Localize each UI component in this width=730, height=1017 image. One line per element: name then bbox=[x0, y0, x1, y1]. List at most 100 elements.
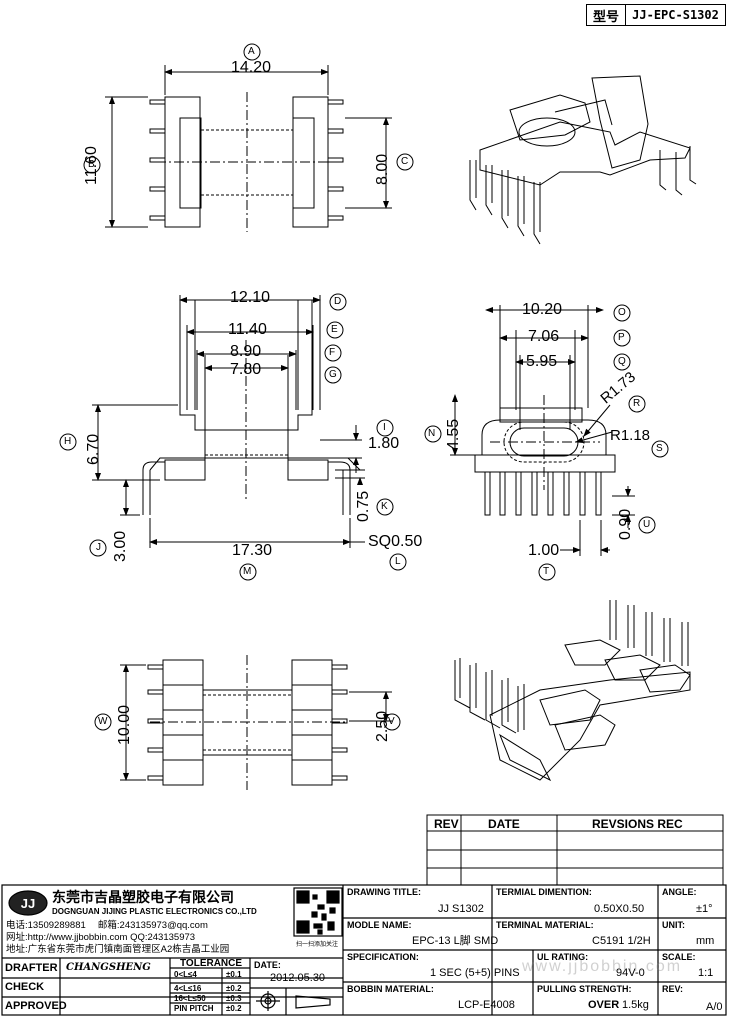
scale-label: SCALE: bbox=[662, 952, 696, 962]
tolerance-range-2: 4<L≤16 bbox=[174, 984, 202, 993]
drafter-name: CHANGSHENG bbox=[66, 962, 151, 973]
angle-value: ±1° bbox=[696, 903, 713, 915]
rev-value: A/0 bbox=[706, 1001, 723, 1013]
specification-label: SPECIFICATION: bbox=[347, 952, 419, 962]
module-label: MODLE NAME: bbox=[347, 920, 412, 930]
tolerance-range-4: PIN PITCH bbox=[174, 1004, 214, 1013]
dim-a: 14.20 bbox=[231, 59, 272, 76]
bottom-view bbox=[120, 655, 392, 790]
side-view bbox=[450, 305, 635, 556]
model-value: JJ-EPC-S1302 bbox=[632, 8, 719, 22]
company-name-cn: 东莞市吉晶塑胶电子有限公司 bbox=[52, 889, 234, 905]
drawing-title-value: JJ S1302 bbox=[438, 903, 484, 915]
model-number-box: 型号 JJ-EPC-S1302 bbox=[586, 4, 726, 26]
dim-o: 10.20 bbox=[522, 301, 563, 318]
callout-l: L bbox=[395, 556, 401, 567]
callout-q: Q bbox=[618, 356, 626, 367]
callout-c: C bbox=[401, 156, 409, 167]
scale-value: 1:1 bbox=[698, 967, 714, 979]
callout-h: H bbox=[64, 436, 72, 447]
dim-f: 8.90 bbox=[230, 343, 262, 360]
model-key: 型号 bbox=[587, 5, 626, 25]
tolerance-value-1: ±0.1 bbox=[226, 970, 242, 979]
iso-view-2 bbox=[454, 600, 691, 782]
dimension-callouts bbox=[59, 43, 669, 731]
ul-rating-label: UL RATING: bbox=[537, 952, 589, 962]
iso-view-1 bbox=[469, 75, 697, 245]
callout-r: R bbox=[633, 398, 641, 409]
dim-u: 0.90 bbox=[617, 508, 634, 540]
callout-p: P bbox=[618, 332, 625, 343]
dim-p: 7.06 bbox=[528, 328, 560, 345]
tolerance-range-1: 0<L≤4 bbox=[174, 970, 197, 979]
callout-k: K bbox=[381, 501, 388, 512]
qr-caption: 扫一扫添加关注 bbox=[296, 942, 339, 948]
drawing-title-label: DRAWING TITLE: bbox=[347, 887, 421, 897]
callout-s: S bbox=[656, 443, 663, 454]
dim-s: R1.18 bbox=[610, 427, 651, 444]
tolerance-title: TOLERANCE bbox=[180, 958, 243, 969]
date-label: DATE: bbox=[254, 960, 281, 970]
callout-j: J bbox=[96, 542, 101, 553]
terminal-dim-value: 0.50X0.50 bbox=[594, 903, 645, 915]
dim-e: 11.40 bbox=[228, 321, 267, 338]
dim-d: 12.10 bbox=[230, 289, 271, 306]
revisions-header: REVSIONS REC bbox=[592, 817, 683, 831]
callout-f: F bbox=[329, 347, 336, 358]
terminal-material-value: C5191 1/2H bbox=[592, 935, 651, 947]
dim-w: 10.00 bbox=[116, 704, 133, 745]
callout-d: D bbox=[334, 296, 342, 307]
rev-label: REV: bbox=[662, 984, 684, 994]
dim-k: 0.75 bbox=[355, 490, 372, 522]
revision-table bbox=[426, 814, 724, 886]
company-address: 地址:广东省东莞市虎门镇南面管理区A2栋吉晶工业园 bbox=[6, 944, 230, 955]
dim-g: 7.80 bbox=[230, 361, 262, 378]
callout-w: W bbox=[98, 716, 108, 727]
tolerance-value-2: ±0.2 bbox=[226, 984, 242, 993]
angle-label: ANGLE: bbox=[662, 887, 697, 897]
callout-t: T bbox=[543, 566, 550, 577]
dim-h: 6.70 bbox=[85, 433, 102, 465]
top-view bbox=[105, 65, 392, 232]
check-label: CHECK bbox=[5, 981, 45, 993]
bobbin-material-label: BOBBIN MATERIAL: bbox=[347, 984, 434, 994]
callout-a: A bbox=[248, 46, 255, 57]
company-web: 网址:http://www.jjbobbin.com QQ:243135973 bbox=[6, 932, 196, 943]
tolerance-value-4: ±0.2 bbox=[226, 1004, 242, 1013]
callout-o: O bbox=[618, 307, 626, 318]
callout-m: M bbox=[243, 566, 252, 577]
module-value: EPC-13 L脚 SMD bbox=[412, 935, 499, 947]
dim-q: 5.95 bbox=[526, 353, 558, 370]
logo-text: JJ bbox=[21, 896, 35, 911]
rev-header: REV bbox=[434, 817, 459, 831]
company-name-en: DOGNGUAN JIJING PLASTIC ELECTRONICS CO.,… bbox=[52, 907, 257, 916]
bobbin-material-value: LCP-E4008 bbox=[458, 999, 515, 1011]
dim-l: SQ0.50 bbox=[368, 533, 423, 550]
date-header: DATE bbox=[488, 817, 520, 831]
terminal-dim-label: TERMIAL DIMENTION: bbox=[496, 887, 592, 897]
callout-e: E bbox=[331, 324, 338, 335]
company-phone: 电话:13509289881 邮箱:243135973@qq.com bbox=[6, 920, 208, 931]
callout-b: B bbox=[88, 159, 95, 170]
pulling-strength-value: 1.5kg bbox=[622, 999, 649, 1011]
callout-i: I bbox=[383, 422, 386, 433]
specification-value: 1 SEC (5+5) PINS bbox=[430, 967, 520, 979]
dim-i: 1.80 bbox=[368, 435, 400, 452]
terminal-material-label: TERMINAL MATERIAL: bbox=[496, 920, 594, 930]
date-value: 2012.05.30 bbox=[270, 972, 326, 984]
callout-u: U bbox=[643, 519, 651, 530]
title-block bbox=[1, 884, 727, 1016]
callout-n: N bbox=[428, 428, 436, 439]
pulling-strength-label: PULLING STRENGTH: bbox=[537, 984, 632, 994]
pulling-strength-over: OVER bbox=[588, 999, 620, 1011]
dim-n: 4.55 bbox=[445, 418, 462, 450]
ul-rating-value: 94V-0 bbox=[616, 967, 645, 979]
tolerance-value-3: ±0.3 bbox=[226, 994, 242, 1003]
drafter-label: DRAFTER bbox=[5, 962, 58, 974]
dim-j: 3.00 bbox=[112, 530, 129, 562]
front-view bbox=[92, 295, 365, 548]
callout-v: V bbox=[388, 716, 395, 727]
watermark: www.jjbobbin.com bbox=[522, 958, 683, 975]
unit-value: mm bbox=[696, 935, 715, 947]
